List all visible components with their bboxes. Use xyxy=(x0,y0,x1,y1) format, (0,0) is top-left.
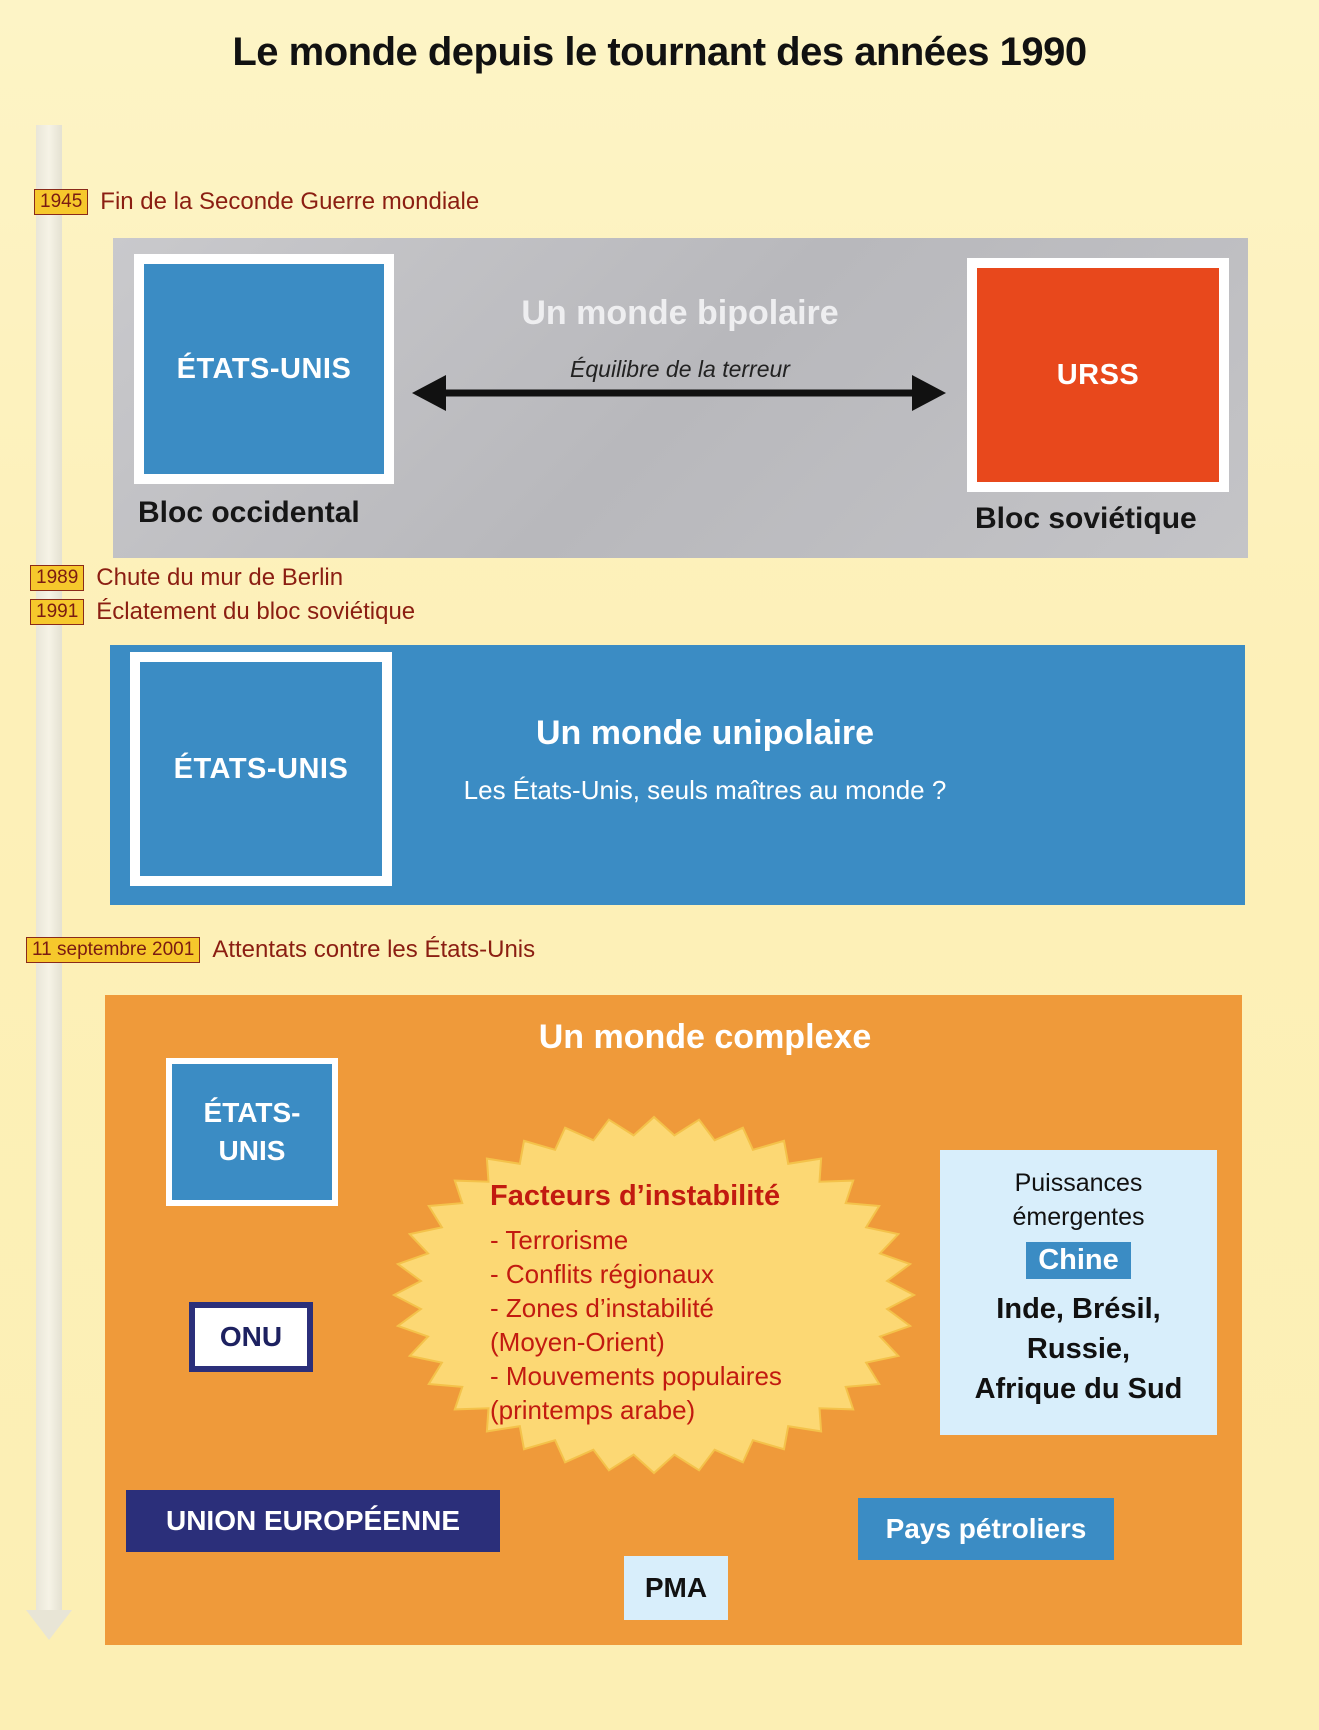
emerging-other-2: Russie, xyxy=(1026,1333,1131,1365)
timeline-entry-1991: 1991 Éclatement du bloc soviétique xyxy=(30,598,415,626)
factor-item: - Zones d’instabilité xyxy=(490,1293,714,1323)
usa-box: ÉTATS-UNIS xyxy=(134,254,394,484)
petrol-chip: Pays pétroliers xyxy=(858,1498,1114,1560)
bipolar-subtitle: Équilibre de la terreur xyxy=(570,356,790,382)
event-label: Chute du mur de Berlin xyxy=(96,564,344,591)
usa-label: ÉTATS-UNIS xyxy=(173,752,349,785)
factor-item: - Terrorisme xyxy=(490,1225,629,1255)
date-badge: 11 septembre 2001 xyxy=(26,937,201,963)
usa-box-complex: ÉTATS- UNIS xyxy=(166,1058,338,1206)
ue-label: UNION EUROPÉENNE xyxy=(165,1505,461,1536)
usa-label-line2: UNIS xyxy=(218,1135,286,1166)
timeline-arrow-head xyxy=(26,1610,72,1640)
china-chip: Chine xyxy=(1026,1242,1131,1279)
factors-list: - Terrorisme - Conflits régionaux - Zone… xyxy=(490,1223,782,1427)
pma-chip: PMA xyxy=(624,1556,728,1620)
emerging-title-line2: émergentes xyxy=(1012,1203,1145,1231)
ue-chip: UNION EUROPÉENNE xyxy=(126,1490,500,1552)
event-label: Éclatement du bloc soviétique xyxy=(96,598,416,625)
soviet-bloc-caption: Bloc soviétique xyxy=(975,502,1197,535)
instability-starburst-icon xyxy=(391,1115,917,1475)
factor-item: - Conflits régionaux xyxy=(490,1259,714,1289)
factor-item: (printemps arabe) xyxy=(490,1395,696,1425)
timeline-bar xyxy=(36,125,62,1615)
unipolar-subtitle: Les États-Unis, seuls maîtres au monde ? xyxy=(463,775,947,805)
urss-label: URSS xyxy=(1056,358,1140,391)
factor-item: (Moyen-Orient) xyxy=(490,1327,665,1357)
complex-title: Un monde complexe xyxy=(538,1018,872,1056)
emerging-other-1: Inde, Brésil, xyxy=(996,1293,1161,1325)
urss-box: URSS xyxy=(967,258,1229,492)
double-arrow-icon xyxy=(412,375,946,411)
event-label: Fin de la Seconde Guerre mondiale xyxy=(100,188,480,215)
usa-box-unipolar: ÉTATS-UNIS xyxy=(130,652,392,886)
western-bloc-caption: Bloc occidental xyxy=(138,496,360,529)
emerging-other-3: Afrique du Sud xyxy=(974,1373,1183,1405)
date-badge: 1991 xyxy=(30,599,85,625)
timeline-entry-1945: 1945 Fin de la Seconde Guerre mondiale xyxy=(34,188,479,216)
timeline-entry-2001: 11 septembre 2001 Attentats contre les É… xyxy=(26,936,535,964)
usa-label-line1: ÉTATS- xyxy=(203,1097,301,1128)
factor-item: - Mouvements populaires xyxy=(490,1361,782,1391)
event-label: Attentats contre les États-Unis xyxy=(212,936,536,963)
page-title: Le monde depuis le tournant des années 1… xyxy=(232,30,1087,74)
unipolar-title: Un monde unipolaire xyxy=(535,714,875,752)
onu-chip: ONU xyxy=(189,1302,313,1372)
timeline-entry-1989: 1989 Chute du mur de Berlin xyxy=(30,564,343,592)
date-badge: 1989 xyxy=(30,565,85,591)
pma-label: PMA xyxy=(644,1572,708,1603)
usa-label: ÉTATS-UNIS xyxy=(176,352,352,385)
emerging-title-line1: Puissances xyxy=(1014,1169,1143,1197)
emerging-powers-box: Puissances émergentes Chine Inde, Brésil… xyxy=(940,1150,1217,1435)
petrol-label: Pays pétroliers xyxy=(885,1513,1087,1544)
factors-title: Facteurs d’instabilité xyxy=(490,1180,781,1212)
bipolar-title: Un monde bipolaire xyxy=(521,294,839,332)
date-badge: 1945 xyxy=(34,189,89,215)
onu-label: ONU xyxy=(219,1321,283,1352)
